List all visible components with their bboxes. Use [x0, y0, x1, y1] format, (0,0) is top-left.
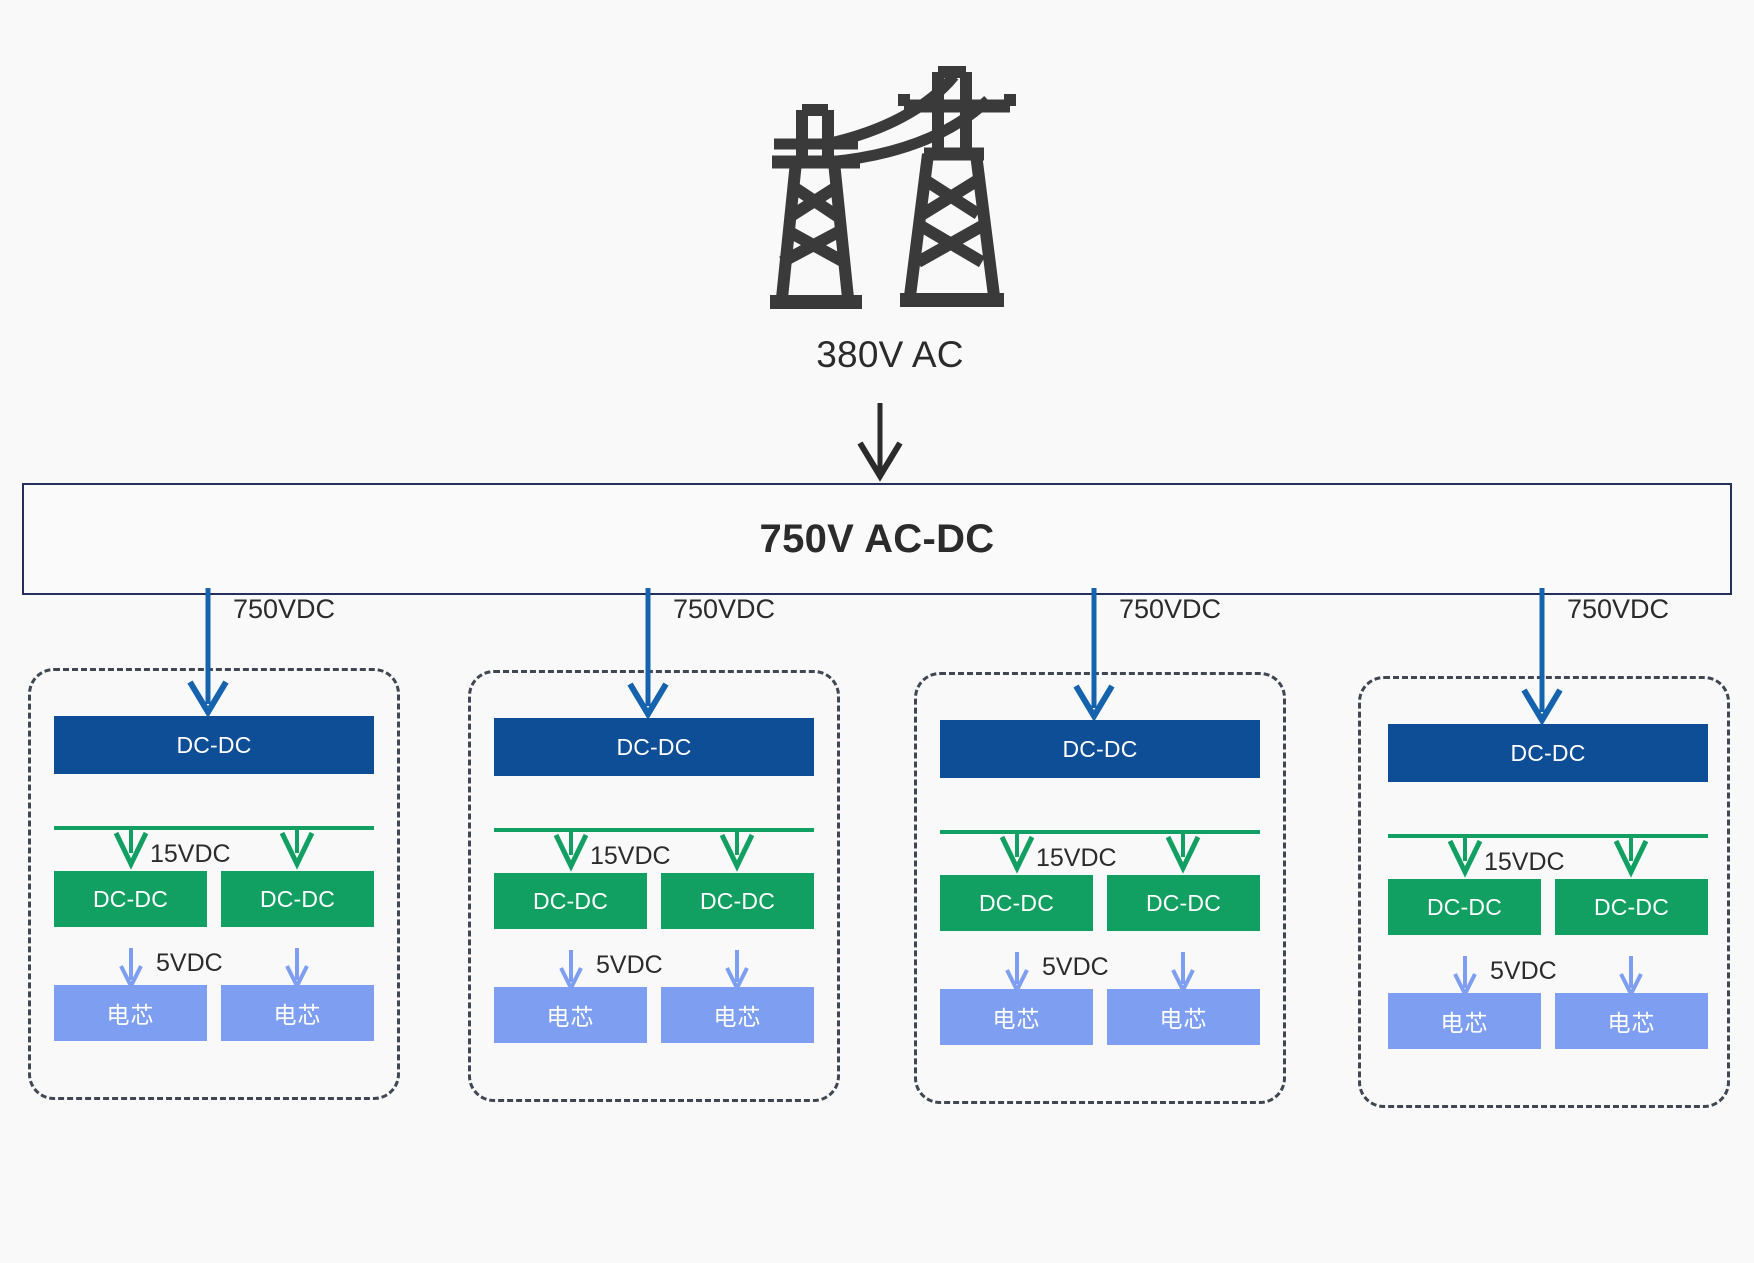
stage3-voltage-label-2: 5VDC [596, 951, 663, 979]
battery-cell-3a[interactable]: 电芯 [940, 989, 1093, 1045]
secondary-dcdc-1b[interactable]: DC-DC [221, 871, 374, 927]
secondary-dcdc-2a[interactable]: DC-DC [494, 873, 647, 929]
secondary-dcdc-label-4b: DC-DC [1593, 893, 1670, 920]
secondary-dcdc-label-4a: DC-DC [1426, 893, 1503, 920]
stage3-voltage-label-4: 5VDC [1490, 957, 1557, 985]
primary-dcdc-3[interactable]: DC-DC [940, 720, 1260, 778]
stage2-voltage-label-4: 15VDC [1484, 848, 1565, 876]
secondary-dcdc-2b[interactable]: DC-DC [661, 873, 814, 929]
primary-dcdc-1[interactable]: DC-DC [54, 716, 374, 774]
secondary-dcdc-label-3b: DC-DC [1145, 889, 1222, 916]
battery-cell-1a[interactable]: 电芯 [54, 985, 207, 1041]
primary-dcdc-label-2: DC-DC [616, 733, 692, 760]
rack-enclosure-1 [28, 668, 400, 1100]
primary-dcdc-label-4: DC-DC [1510, 739, 1586, 766]
stage2-voltage-label-1: 15VDC [150, 840, 231, 868]
stage3-voltage-label-1: 5VDC [156, 949, 223, 977]
battery-cell-label-1b: 电芯 [273, 1002, 322, 1028]
battery-cell-label-1a: 电芯 [106, 1002, 155, 1028]
primary-dcdc-label-3: DC-DC [1062, 735, 1138, 762]
secondary-dcdc-1a[interactable]: DC-DC [54, 871, 207, 927]
battery-cell-label-2a: 电芯 [546, 1004, 595, 1030]
battery-cell-4a[interactable]: 电芯 [1388, 993, 1541, 1049]
feed-voltage-label-2: 750VDC [673, 594, 776, 624]
secondary-dcdc-3a[interactable]: DC-DC [940, 875, 1093, 931]
secondary-dcdc-4b[interactable]: DC-DC [1555, 879, 1708, 935]
transmission-tower-icon [752, 46, 1024, 318]
battery-cell-1b[interactable]: 电芯 [221, 985, 374, 1041]
secondary-dcdc-label-3a: DC-DC [978, 889, 1055, 916]
feed-voltage-label-3: 750VDC [1119, 594, 1222, 624]
stage2-voltage-label-3: 15VDC [1036, 844, 1117, 872]
battery-cell-label-2b: 电芯 [713, 1004, 762, 1030]
secondary-dcdc-label-1a: DC-DC [92, 885, 169, 912]
secondary-dcdc-label-2a: DC-DC [532, 887, 609, 914]
rack-enclosure-2 [468, 670, 840, 1102]
battery-cell-2b[interactable]: 电芯 [661, 987, 814, 1043]
secondary-dcdc-3b[interactable]: DC-DC [1107, 875, 1260, 931]
feed-voltage-label-4: 750VDC [1567, 594, 1670, 624]
ac-dc-converter-bar[interactable]: 750V AC-DC [22, 483, 1732, 595]
battery-cell-4b[interactable]: 电芯 [1555, 993, 1708, 1049]
source-voltage-label: 380V AC [816, 334, 964, 375]
battery-cell-label-3a: 电芯 [992, 1006, 1041, 1032]
stage2-voltage-label-2: 15VDC [590, 842, 671, 870]
feed-voltage-label-1: 750VDC [233, 594, 336, 624]
secondary-dcdc-4a[interactable]: DC-DC [1388, 879, 1541, 935]
primary-dcdc-4[interactable]: DC-DC [1388, 724, 1708, 782]
secondary-dcdc-label-2b: DC-DC [699, 887, 776, 914]
battery-cell-label-4b: 电芯 [1607, 1010, 1656, 1036]
battery-cell-2a[interactable]: 电芯 [494, 987, 647, 1043]
ac-dc-converter-label: 750V AC-DC [759, 516, 995, 561]
primary-dcdc-label-1: DC-DC [176, 731, 252, 758]
rack-enclosure-3 [914, 672, 1286, 1104]
secondary-dcdc-label-1b: DC-DC [259, 885, 336, 912]
battery-cell-3b[interactable]: 电芯 [1107, 989, 1260, 1045]
primary-dcdc-2[interactable]: DC-DC [494, 718, 814, 776]
battery-cell-label-3b: 电芯 [1159, 1006, 1208, 1032]
battery-cell-label-4a: 电芯 [1440, 1010, 1489, 1036]
stage3-voltage-label-3: 5VDC [1042, 953, 1109, 981]
